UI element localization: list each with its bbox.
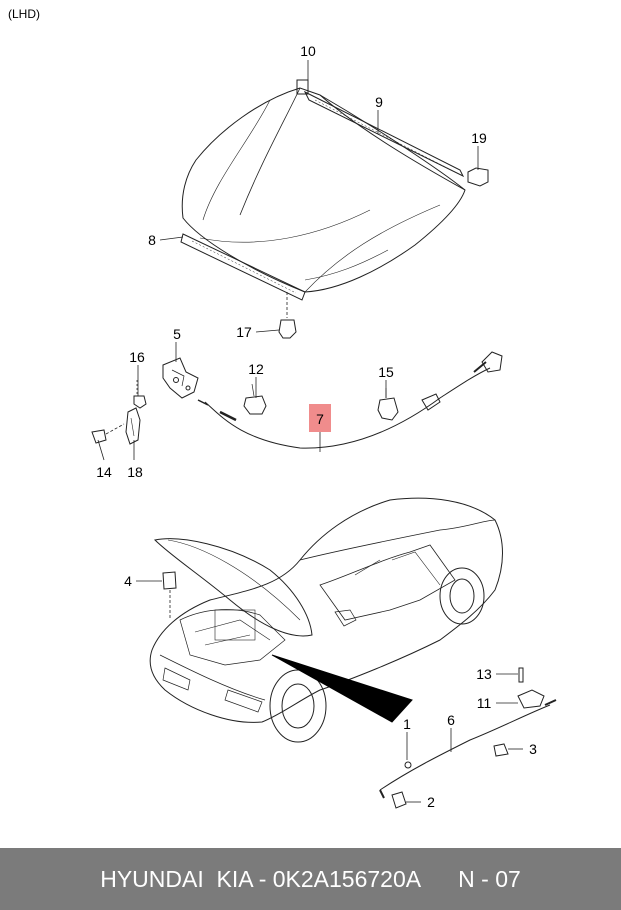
callout-1: 1 (403, 716, 411, 732)
hood-front-strip (180, 233, 306, 301)
exploded-parts-diagram: 10 9 19 8 17 5 16 12 15 7 14 18 4 13 11 … (91, 43, 557, 810)
cable-clip-15 (377, 388, 399, 421)
lever-11 (517, 689, 545, 709)
footer-bar: HYUNDAI KIA - 0K2A156720A N - 07 (0, 848, 621, 910)
hood-weatherstrip (303, 90, 465, 178)
callout-6: 6 (447, 712, 455, 728)
clip-1 (404, 761, 412, 769)
callout-11: 11 (477, 695, 492, 711)
clip-3 (493, 743, 509, 757)
callout-5: 5 (173, 326, 181, 342)
highlight-box-7 (309, 404, 331, 432)
screw-13 (518, 667, 524, 683)
callout-19: 19 (471, 130, 487, 146)
release-cable-6 (379, 699, 557, 799)
hood-panel (181, 87, 466, 293)
callout-13: 13 (476, 666, 492, 682)
bolt-14 (91, 423, 125, 444)
hood-support-4 (162, 571, 177, 620)
hood-stay-grommet-17 (278, 319, 297, 339)
callout-18: 18 (127, 464, 143, 480)
bumper-stopper-10 (296, 79, 309, 95)
callout-3: 3 (529, 741, 537, 757)
bolt-16 (133, 380, 147, 409)
hood-latch-5 (162, 357, 199, 399)
location-pointer (271, 654, 413, 723)
callout-12: 12 (248, 361, 264, 377)
callout-9: 9 (375, 94, 383, 110)
callout-15: 15 (378, 364, 394, 380)
callout-7: 7 (316, 411, 324, 427)
callout-17: 17 (236, 324, 252, 340)
cable-clip-12 (243, 383, 267, 415)
callout-8: 8 (148, 232, 156, 248)
bumper-stopper-19 (467, 167, 489, 187)
callout-10: 10 (300, 43, 316, 59)
vehicle-body (149, 497, 503, 743)
part-number-caption: HYUNDAI KIA - 0K2A156720A N - 07 (100, 866, 521, 892)
callout-2: 2 (427, 794, 435, 810)
callout-14: 14 (96, 464, 112, 480)
latch-bracket-18 (125, 407, 141, 445)
callout-16: 16 (129, 349, 145, 365)
release-handle-2 (391, 791, 407, 809)
variant-label: (LHD) (8, 7, 40, 21)
callout-4: 4 (124, 573, 132, 589)
hood-release-cable-7 (197, 351, 503, 449)
